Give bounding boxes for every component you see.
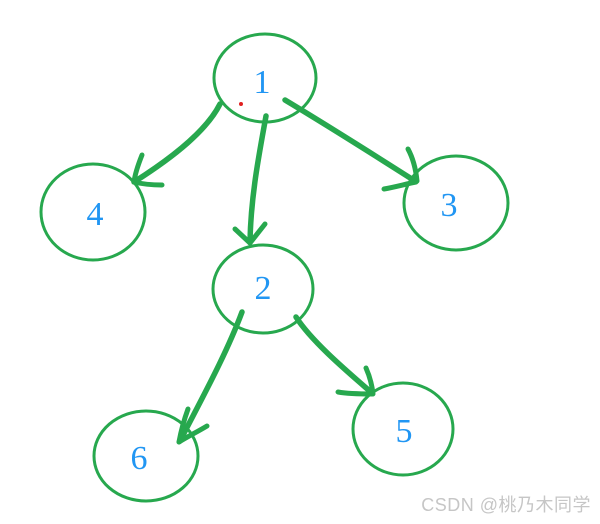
edge-1-3-arrowhead-icon [381, 179, 419, 192]
node-circle-5 [351, 381, 455, 477]
node-circle-6 [92, 409, 200, 503]
node-label-4: 4 [87, 196, 104, 233]
edge-2-5-shaft [293, 314, 375, 396]
edge-1-2-shaft [247, 113, 269, 244]
edge-1-3 [282, 97, 420, 192]
edge-1-3-shaft [282, 97, 418, 184]
node-labels: 1 4 3 2 6 5 [87, 64, 458, 477]
edge-1-4-arrowhead-icon [131, 179, 165, 188]
edge-1-3-arrowhead-icon [405, 146, 420, 184]
edge-1-2-arrowhead-icon [232, 226, 253, 246]
edge-1-4-shaft [131, 101, 223, 185]
node-label-5: 5 [396, 413, 413, 450]
node-label-3: 3 [441, 187, 458, 224]
node-circle-3 [402, 154, 510, 252]
edge-2-6-shaft [177, 309, 245, 444]
node-label-6: 6 [131, 440, 148, 477]
edge-1-2-arrowhead-icon [247, 221, 268, 246]
edge-2-5 [293, 314, 376, 397]
edge-1-4 [131, 101, 223, 188]
node-circles [39, 32, 510, 503]
edge-2-5-arrowhead-icon [335, 389, 375, 397]
edge-1-2 [232, 113, 269, 246]
edge-2-6 [176, 309, 245, 445]
node-label-1: 1 [254, 64, 271, 101]
node-circle-1 [212, 32, 318, 124]
node-circle-2 [211, 243, 315, 335]
node-circle-4 [39, 162, 147, 262]
node-label-2: 2 [255, 270, 272, 307]
watermark: CSDN @桃乃木同学 [421, 495, 591, 515]
red-pen-dot [239, 102, 243, 106]
